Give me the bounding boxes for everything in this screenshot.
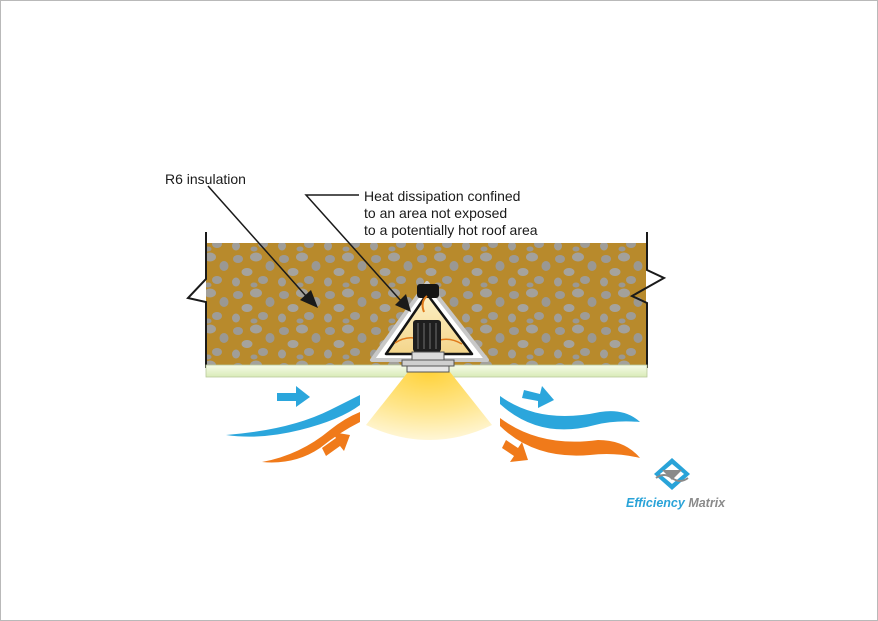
efficiency-matrix-logo-mark xyxy=(654,458,690,490)
heat-label-line-3: to a potentially hot roof area xyxy=(364,222,538,238)
warm-air-flow-left xyxy=(262,412,360,463)
light-beam xyxy=(366,372,492,440)
logo-word-1: Efficiency xyxy=(626,496,685,510)
downlight-fitting xyxy=(401,320,455,373)
logo-word-2: Matrix xyxy=(688,496,726,510)
heat-label-line-2: to an area not exposed xyxy=(364,205,508,221)
efficiency-matrix-logo-text: Efficiency Matrix xyxy=(626,496,725,510)
cool-air-flow-left xyxy=(226,386,360,437)
heat-label-line-1: Heat dissipation confined xyxy=(364,188,521,204)
cool-air-flow-right xyxy=(500,386,640,430)
warm-air-flow-right xyxy=(500,418,640,462)
heat-dissipation-label: Heat dissipation confined to an area not… xyxy=(364,188,538,239)
leader-line-insulation xyxy=(207,185,318,308)
left-break-line xyxy=(186,232,207,368)
right-break-line xyxy=(629,232,667,368)
insulation-label: R6 insulation xyxy=(165,171,246,187)
leader-line-heat xyxy=(304,194,411,312)
